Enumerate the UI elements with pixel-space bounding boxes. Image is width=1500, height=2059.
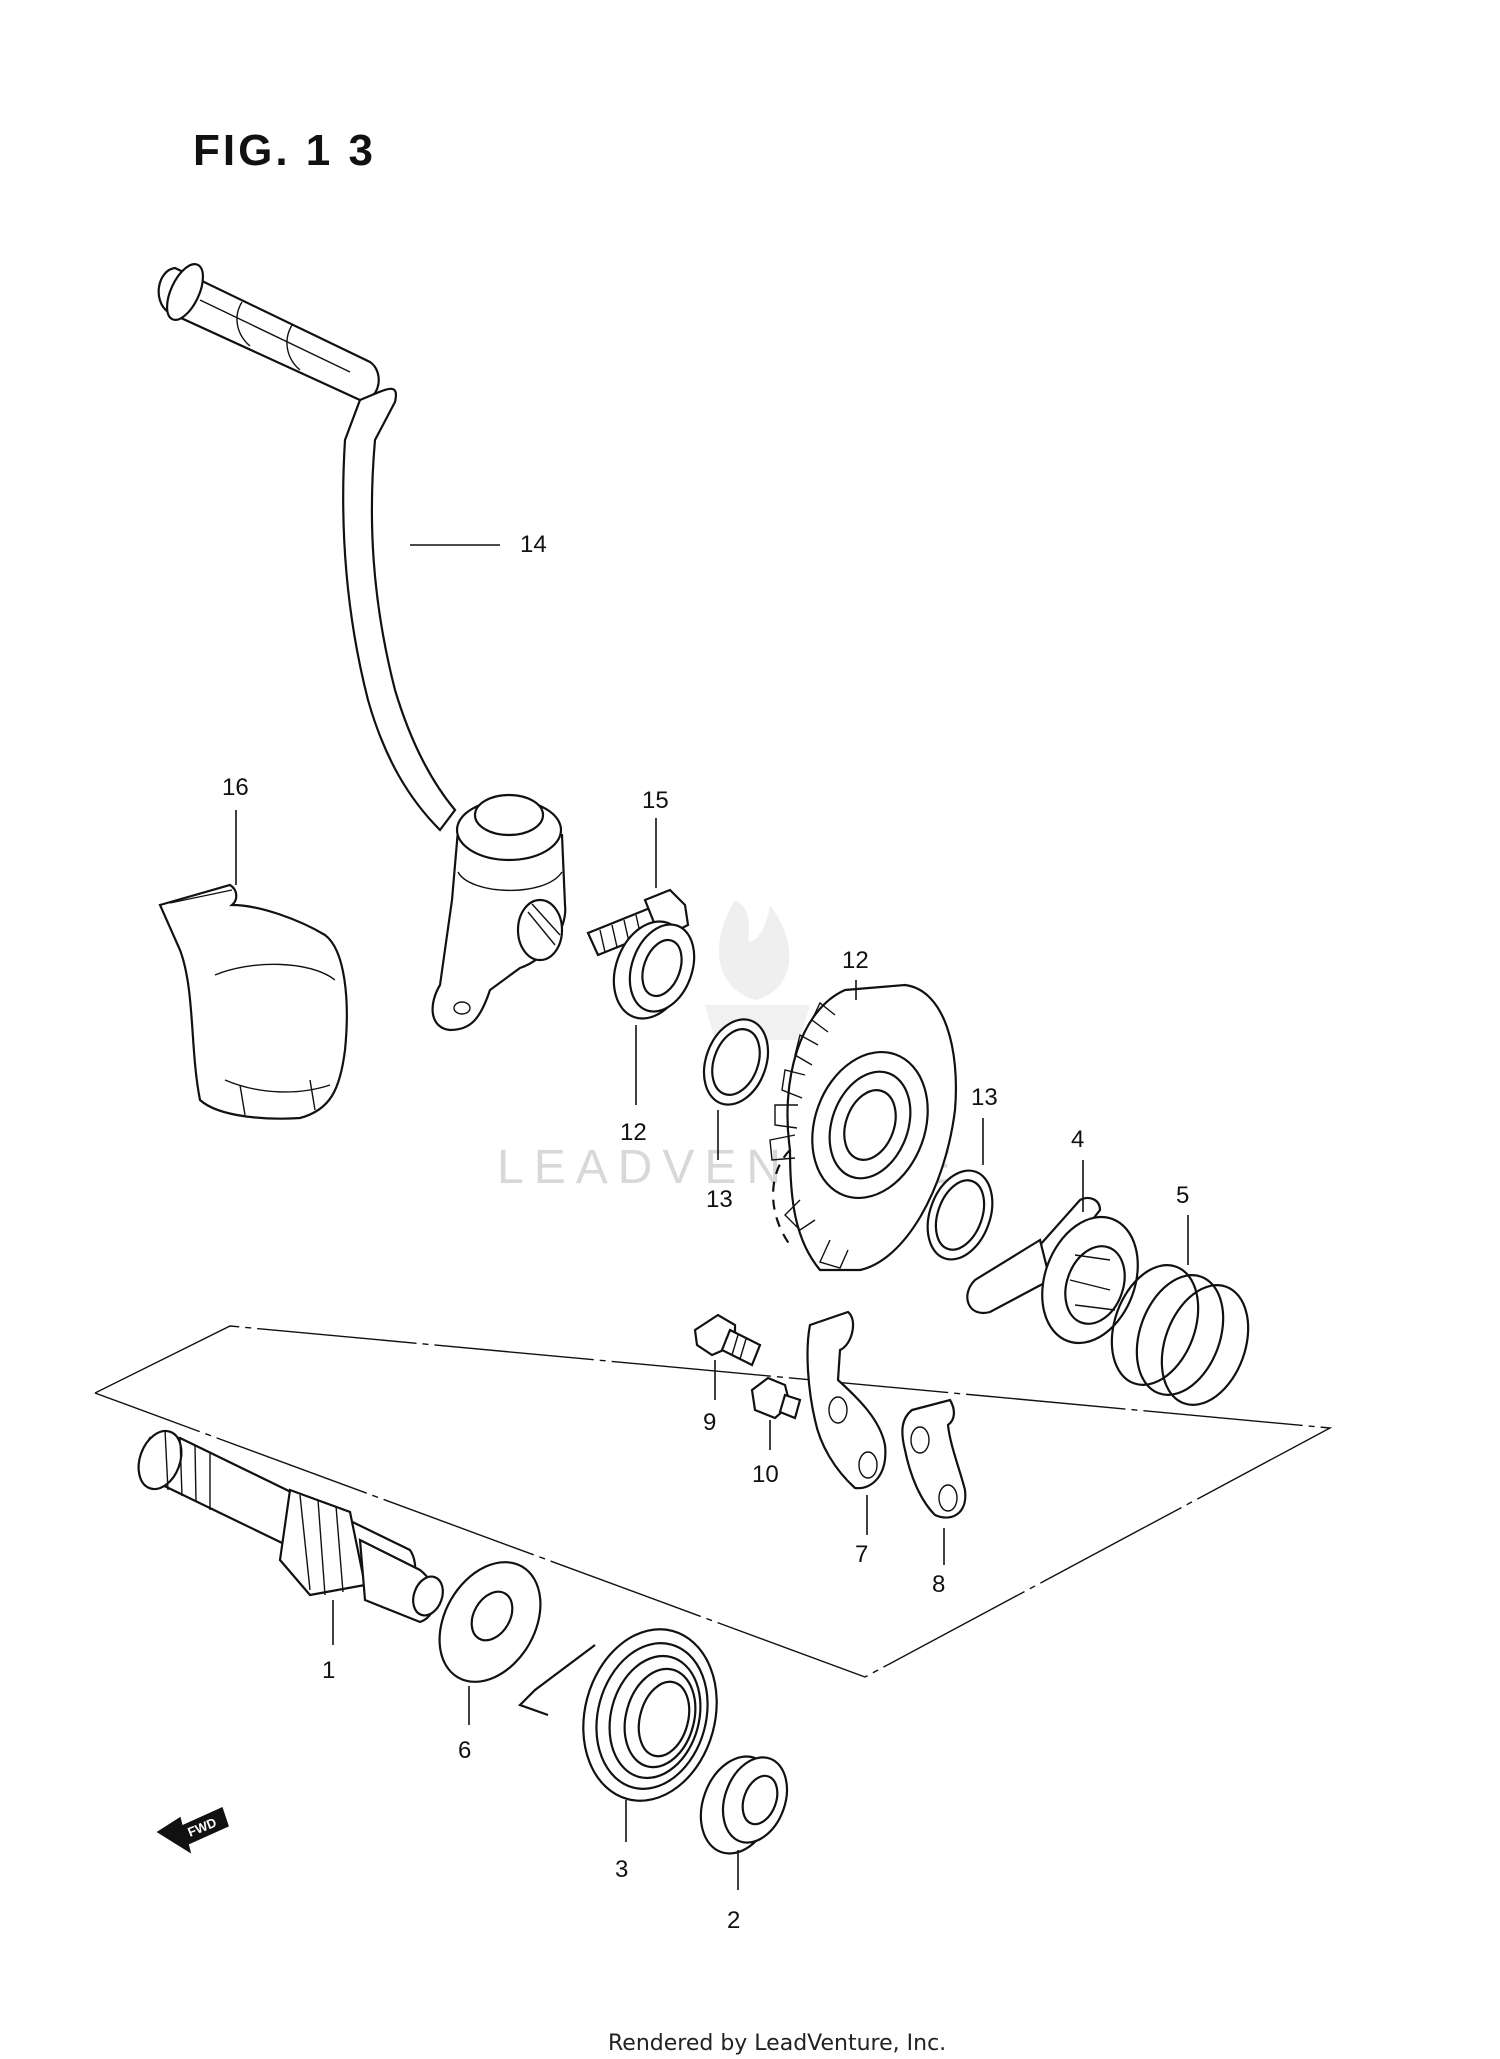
plate-8	[901, 1398, 967, 1519]
kick-lever	[157, 263, 567, 1032]
callout-13a: 13	[706, 1186, 733, 1213]
assembly-outline	[94, 1325, 1333, 1678]
callout-5: 5	[1176, 1182, 1189, 1209]
callout-4: 4	[1071, 1126, 1084, 1153]
callout-15: 15	[642, 787, 669, 814]
boot-cover	[158, 883, 348, 1120]
callout-8: 8	[932, 1571, 945, 1598]
washer-13-upper	[702, 1018, 770, 1106]
callout-14: 14	[520, 531, 547, 558]
callout-7: 7	[855, 1541, 868, 1568]
callout-12: 12	[842, 947, 869, 974]
callout-2: 2	[727, 1907, 740, 1934]
callout-1: 1	[322, 1657, 335, 1684]
fwd-arrow-icon: FWD	[156, 1806, 229, 1854]
washer-13-lower	[926, 1169, 994, 1261]
return-spring-3	[517, 1628, 718, 1802]
callout-10: 10	[752, 1461, 779, 1488]
collar-10	[750, 1376, 802, 1420]
callout-13b: 13	[971, 1084, 998, 1111]
figure-title: FIG. 1 3	[193, 126, 376, 175]
kick-gear-12	[769, 983, 957, 1272]
bolt-9	[693, 1313, 762, 1367]
callout-11: 12	[620, 1119, 647, 1146]
oil-seal-11	[612, 920, 696, 1020]
spring-5	[1110, 1264, 1250, 1406]
ratchet-4	[966, 1196, 1139, 1345]
washer-6	[438, 1561, 542, 1683]
callout-9: 9	[703, 1409, 716, 1436]
footer-credit: Rendered by LeadVenture, Inc.	[608, 2031, 946, 2056]
spring-guide-2	[699, 1755, 789, 1855]
callout-6: 6	[458, 1737, 471, 1764]
plate-7	[806, 1310, 887, 1490]
kick-shaft-1	[137, 1429, 444, 1624]
callout-3: 3	[615, 1856, 628, 1883]
callout-16: 16	[222, 774, 249, 801]
